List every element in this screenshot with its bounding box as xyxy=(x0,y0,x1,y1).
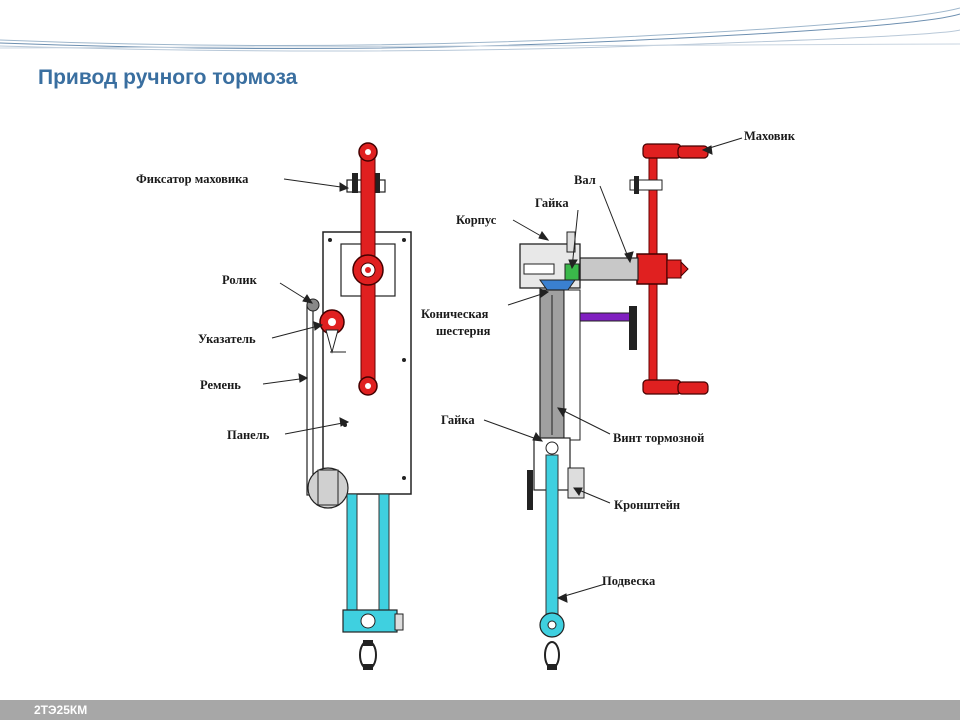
right-leaders xyxy=(483,137,743,603)
label-nut-bottom: Гайка xyxy=(441,413,475,427)
left-leaders xyxy=(262,178,350,435)
label-housing: Корпус xyxy=(456,213,497,227)
label-belt: Ремень xyxy=(200,378,241,392)
label-bevel-gear-1: Коническая xyxy=(421,307,489,321)
belt xyxy=(306,304,314,496)
label-bracket: Кронштейн xyxy=(614,498,680,512)
footer-bar: 2ТЭ25КМ xyxy=(0,700,960,720)
header-decoration xyxy=(0,7,960,52)
label-roller: Ролик xyxy=(222,273,258,287)
label-shaft: Вал xyxy=(574,173,596,187)
label-brake-screw: Винт тормозной xyxy=(613,431,704,445)
page-title: Привод ручного тормоза xyxy=(38,66,298,89)
label-panel: Панель xyxy=(227,428,270,442)
right-view xyxy=(519,143,709,670)
left-view xyxy=(306,142,412,670)
label-bevel-gear-2: шестерня xyxy=(436,324,491,338)
footer-model: 2ТЭ25КМ xyxy=(34,703,88,717)
suspension-rod xyxy=(545,454,559,626)
label-flywheel: Маховик xyxy=(744,129,796,143)
label-indicator: Указатель xyxy=(198,332,256,346)
label-suspension: Подвеска xyxy=(602,574,656,588)
handbrake-diagram: Фиксатор маховика Ролик Указатель Ремень… xyxy=(136,129,796,670)
label-flywheel-lock: Фиксатор маховика xyxy=(136,172,249,186)
label-nut-top: Гайка xyxy=(535,196,569,210)
